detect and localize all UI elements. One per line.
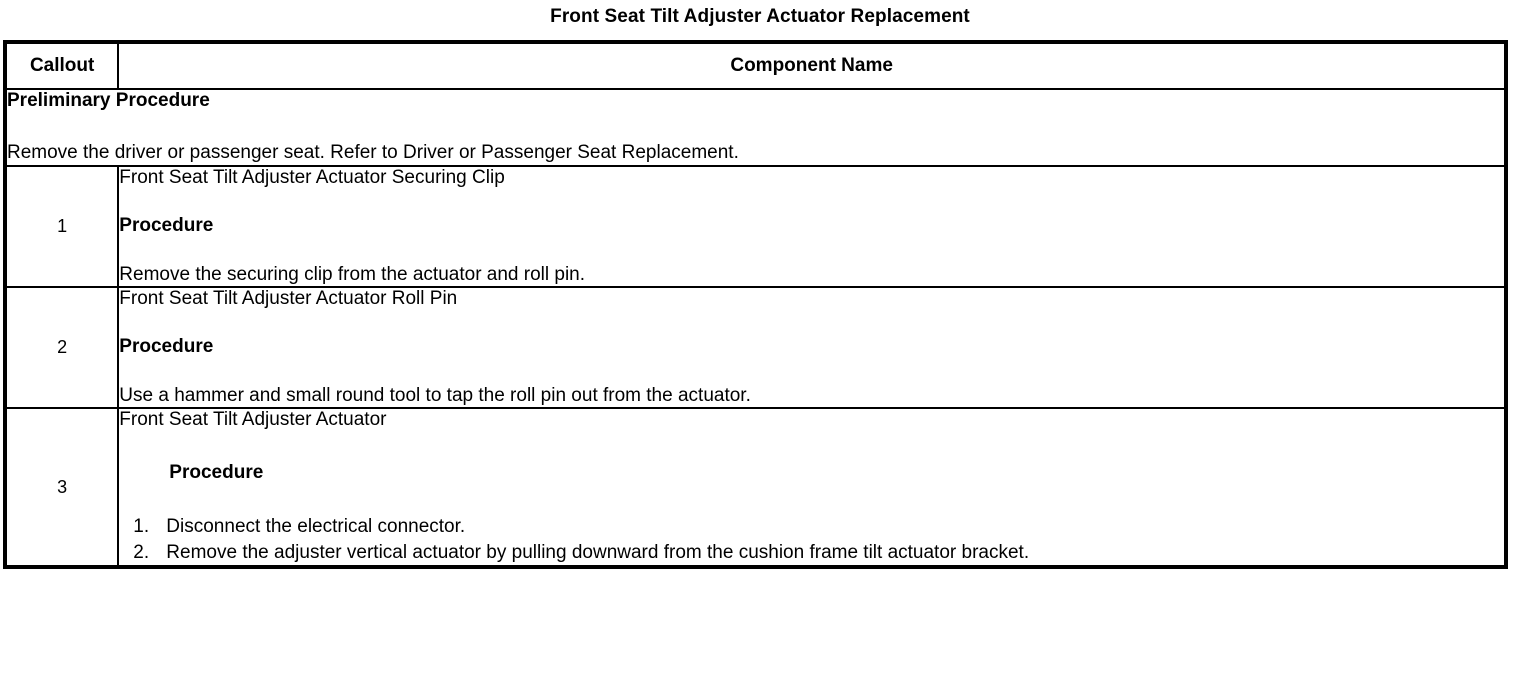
list-item: 1. Disconnect the electrical connector. [133, 514, 1504, 540]
callout-number: 3 [3, 407, 120, 569]
component-cell: Front Seat Tilt Adjuster Actuator Roll P… [117, 286, 1507, 410]
spacer [119, 189, 1504, 215]
procedure-table: Callout Component Name Preliminary Proce… [3, 40, 1508, 570]
procedure-text: Remove the securing clip from the actuat… [119, 263, 586, 285]
spacer [119, 432, 1504, 462]
component-name: Front Seat Tilt Adjuster Actuator [119, 409, 387, 431]
preliminary-procedure-cell: Preliminary Procedure Remove the driver … [4, 88, 1507, 167]
step-text: Remove the adjuster vertical actuator by… [166, 541, 1030, 563]
table-row: 2 Front Seat Tilt Adjuster Actuator Roll… [3, 286, 1507, 410]
column-header-component-name: Component Name [117, 41, 1507, 90]
component-name: Front Seat Tilt Adjuster Actuator Securi… [119, 166, 505, 188]
page-title: Front Seat Tilt Adjuster Actuator Replac… [550, 6, 970, 27]
procedure-heading: Procedure [119, 215, 214, 237]
callout-number: 2 [3, 286, 120, 410]
column-header-callout: Callout [3, 41, 120, 90]
spacer [119, 310, 1504, 336]
table-row-preliminary: Preliminary Procedure Remove the driver … [4, 88, 1507, 167]
procedure-text: Use a hammer and small round tool to tap… [119, 384, 751, 406]
procedure-heading: Procedure [119, 336, 214, 358]
list-item: 2. Remove the adjuster vertical actuator… [133, 540, 1504, 566]
spacer [119, 238, 1504, 264]
table-row: 1 Front Seat Tilt Adjuster Actuator Secu… [3, 164, 1507, 289]
preliminary-procedure-text: Remove the driver or passenger seat. Ref… [7, 142, 739, 164]
callout-number: 1 [3, 164, 120, 289]
step-number: 1. [133, 516, 150, 538]
step-number: 2. [133, 541, 150, 563]
spacer [7, 112, 1504, 142]
spacer [119, 484, 1504, 514]
component-name: Front Seat Tilt Adjuster Actuator Roll P… [119, 288, 458, 310]
table-row: 3 Front Seat Tilt Adjuster Actuator Proc… [3, 407, 1507, 569]
preliminary-procedure-heading: Preliminary Procedure [7, 90, 210, 111]
table-header-row: Callout Component Name [3, 41, 1507, 90]
procedure-step-list: 1. Disconnect the electrical connector. … [119, 514, 1504, 565]
component-cell: Front Seat Tilt Adjuster Actuator Securi… [117, 164, 1507, 289]
step-text: Disconnect the electrical connector. [166, 516, 466, 538]
component-cell: Front Seat Tilt Adjuster Actuator Proced… [117, 407, 1507, 569]
spacer [119, 359, 1504, 385]
procedure-heading: Procedure [169, 461, 264, 483]
